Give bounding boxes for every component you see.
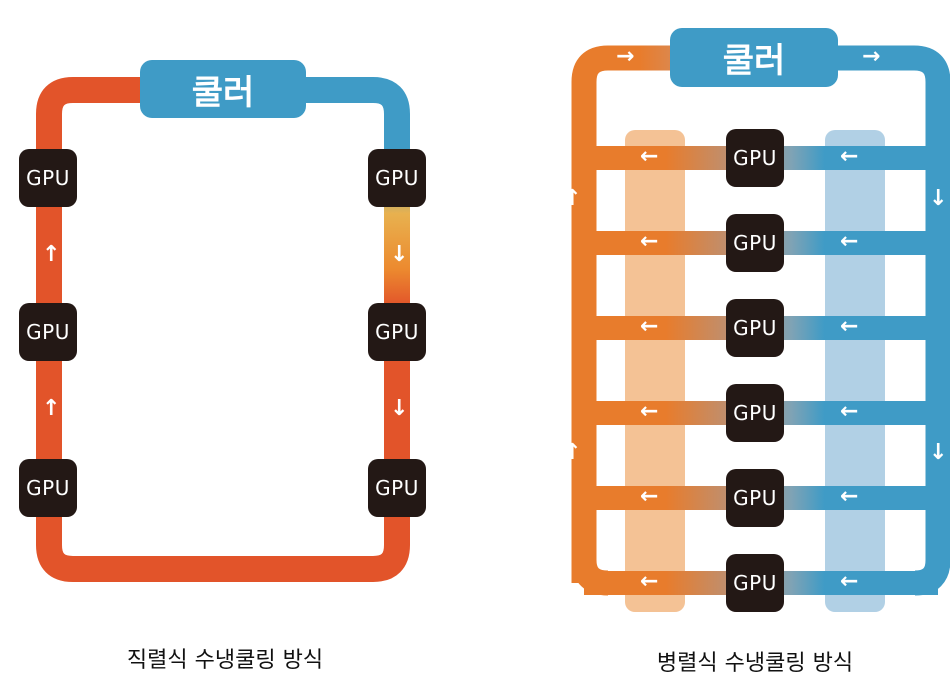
flow-down-arrow-icon: ↓ bbox=[929, 186, 948, 211]
series-gpu-left-3: GPU bbox=[19, 459, 77, 517]
flow-down-arrow-icon: ↓ bbox=[929, 440, 948, 465]
flow-left-arrow-hot-icon: ← bbox=[640, 569, 659, 594]
flow-right-arrow-icon: → bbox=[862, 44, 881, 69]
flow-down-arrow-icon: ↓ bbox=[390, 396, 409, 421]
flow-left-arrow-cold-icon: ← bbox=[840, 229, 859, 254]
flow-left-arrow-cold-icon: ← bbox=[840, 569, 859, 594]
series-gpu-left-1: GPU bbox=[19, 149, 77, 207]
flow-up-arrow-icon: ↑ bbox=[42, 396, 61, 421]
flow-up-arrow-icon: ↑ bbox=[563, 186, 582, 211]
flow-left-arrow-cold-icon: ← bbox=[840, 314, 859, 339]
cold-manifold-column bbox=[825, 130, 885, 612]
series-gpu-right-2: GPU bbox=[368, 303, 426, 361]
series-hot-pipe bbox=[36, 77, 410, 582]
series-gpu-left-2: GPU bbox=[19, 303, 77, 361]
parallel-gpu: GPU bbox=[726, 129, 784, 187]
flow-left-arrow-hot-icon: ← bbox=[640, 314, 659, 339]
flow-left-arrow-hot-icon: ← bbox=[640, 229, 659, 254]
flow-left-arrow-cold-icon: ← bbox=[840, 399, 859, 424]
parallel-gpu: GPU bbox=[726, 384, 784, 442]
series-gpu-right-1: GPU bbox=[368, 149, 426, 207]
parallel-hot-pipe bbox=[571, 45, 690, 583]
hot-manifold-column bbox=[625, 130, 685, 612]
flow-up-arrow-icon: ↑ bbox=[42, 242, 61, 267]
parallel-gpu: GPU bbox=[726, 299, 784, 357]
flow-right-arrow-icon: → bbox=[616, 44, 635, 69]
series-caption: 직렬식 수냉쿨링 방식 bbox=[126, 648, 324, 673]
flow-down-arrow-icon: ↓ bbox=[390, 242, 409, 267]
flow-left-arrow-hot-icon: ← bbox=[640, 484, 659, 509]
series-pipes bbox=[36, 77, 410, 582]
series-cold-pipe bbox=[290, 77, 410, 140]
flow-left-arrow-cold-icon: ← bbox=[840, 144, 859, 169]
parallel-gpu: GPU bbox=[726, 469, 784, 527]
parallel-cooler: 쿨러 bbox=[670, 28, 838, 87]
parallel-gpu: GPU bbox=[726, 554, 784, 612]
series-gpu-right-3: GPU bbox=[368, 459, 426, 517]
series-cooler: 쿨러 bbox=[140, 60, 306, 118]
flow-left-arrow-hot-icon: ← bbox=[640, 144, 659, 169]
parallel-caption: 병렬식 수냉쿨링 방식 bbox=[656, 651, 854, 676]
flow-up-arrow-icon: ↑ bbox=[563, 440, 582, 465]
flow-left-arrow-hot-icon: ← bbox=[640, 399, 659, 424]
parallel-gpu: GPU bbox=[726, 214, 784, 272]
flow-left-arrow-cold-icon: ← bbox=[840, 484, 859, 509]
